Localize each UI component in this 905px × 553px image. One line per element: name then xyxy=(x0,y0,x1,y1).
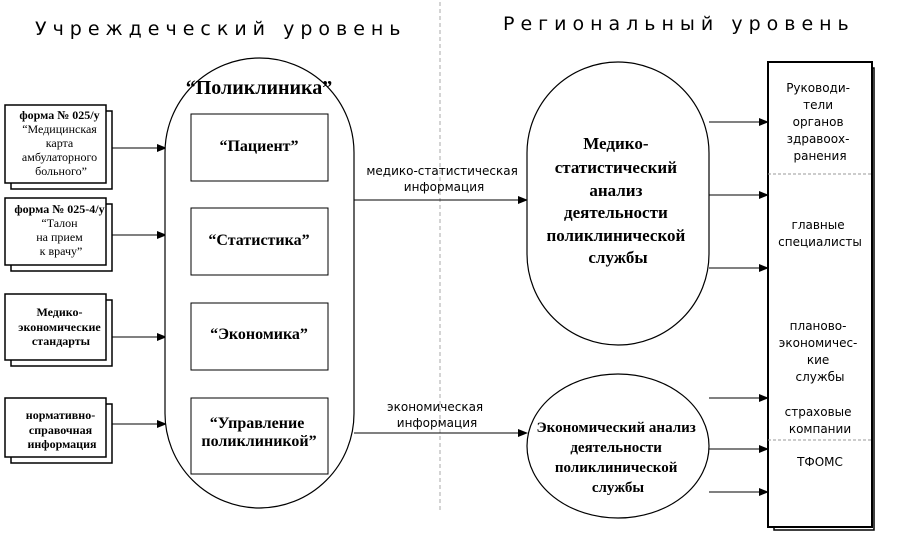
institutional-level-heading: Учреждеческий уровень xyxy=(35,18,407,40)
source-form-025-4-line-2: “Талон xyxy=(41,216,78,230)
module-patient-label: “Пациент” xyxy=(219,138,298,155)
flow-top-label-line-2: информация xyxy=(404,180,484,194)
svg-text:Медико- статистический: Медико- статистический анализ деятельнос… xyxy=(546,134,689,267)
medical-analysis-line-6: службы xyxy=(588,248,647,267)
module-management-line-1: “Управление xyxy=(210,415,305,432)
recipient-planning-services-line-2: экономичес- xyxy=(779,336,858,350)
recipient-planning-services-line-4: службы xyxy=(795,370,844,384)
source-form-025-4-line-4: к врачу” xyxy=(40,244,83,258)
recipient-health-authorities-line-3: органов xyxy=(793,115,844,129)
medical-analysis-line-3: анализ xyxy=(589,181,642,200)
module-economics: “Экономика” xyxy=(190,302,329,371)
svg-text:Экономический анализ дея: Экономический анализ деятельности поликл… xyxy=(536,420,699,496)
svg-text:медико-статистическая инфо: медико-статистическая информация xyxy=(366,164,521,194)
source-form-025-4-line-3: на прием xyxy=(36,230,83,244)
recipient-planning-services-line-3: кие xyxy=(807,353,829,367)
module-management-line-2: поликлиникой” xyxy=(201,433,316,450)
medical-analysis-line-5: поликлинической xyxy=(546,226,685,245)
source-reference-information: нормативно- справочная информация xyxy=(4,397,113,464)
source-reference-line-1: нормативно- xyxy=(26,408,95,422)
economic-analysis-line-3: поликлинической xyxy=(555,460,678,476)
recipient-chief-specialists-line-2: специалисты xyxy=(778,235,862,249)
recipient-health-authorities-line-2: тели xyxy=(803,98,833,112)
economic-analysis-line-4: службы xyxy=(592,480,645,496)
source-form-025-line-4: амбулаторного xyxy=(22,150,97,164)
recipient-insurance-line-1: страховые xyxy=(785,405,852,419)
medical-statistical-analysis: Медико- статистический анализ деятельнос… xyxy=(526,61,710,346)
source-form-025-line-5: больного” xyxy=(35,164,87,178)
source-form-025-4: форма № 025-4/у “Талон на прием к врачу” xyxy=(4,197,113,272)
module-statistics: “Статистика” xyxy=(190,207,329,276)
svg-text:форма № 025-4/у “Талон: форма № 025-4/у “Талон на прием к врачу” xyxy=(14,202,107,258)
flow-top-label-line-1: медико-статистическая xyxy=(366,164,517,178)
module-patient: “Пациент” xyxy=(190,113,329,182)
svg-text:форма № 025/у “Медицинск: форма № 025/у “Медицинская карта амбулат… xyxy=(19,108,102,178)
svg-text:планово- экономичес- к: планово- экономичес- кие службы xyxy=(779,319,861,384)
clinic-title: “Поликлиника” xyxy=(186,77,333,99)
recipient-planning-services-line-1: планово- xyxy=(790,319,847,333)
svg-text:страховые компании: страховые компании xyxy=(785,405,856,436)
recipient-tfoms: ТФОМС xyxy=(796,455,843,469)
source-form-025-line-3: карта xyxy=(46,136,74,150)
source-form-025: форма № 025/у “Медицинская карта амбулат… xyxy=(4,104,113,190)
source-reference-line-3: информация xyxy=(27,437,97,451)
svg-text:“Управление поликлиникой: “Управление поликлиникой” xyxy=(201,415,316,450)
flow-bottom-label-line-1: экономическая xyxy=(387,400,483,414)
recipient-health-authorities-line-4: здравоох- xyxy=(787,132,850,146)
recipient-health-authorities-line-1: Руководи- xyxy=(786,81,850,95)
module-economics-label: “Экономика” xyxy=(210,326,308,343)
module-management: “Управление поликлиникой” xyxy=(190,397,329,475)
svg-text:Руководи- тели органов: Руководи- тели органов здравоох- ранения xyxy=(786,81,854,163)
source-reference-line-2: справочная xyxy=(29,423,93,437)
recipient-health-authorities-line-5: ранения xyxy=(793,149,846,163)
source-form-025-line-2: “Медицинская xyxy=(22,122,97,136)
economic-analysis: Экономический анализ деятельности поликл… xyxy=(526,373,710,519)
svg-text:Медико- экономические: Медико- экономические стандарты xyxy=(18,305,103,348)
recipients-panel xyxy=(767,61,875,531)
svg-text:экономическая информация: экономическая информация xyxy=(387,400,487,430)
source-medico-economic-standards: Медико- экономические стандарты xyxy=(4,293,113,367)
economic-analysis-line-2: деятельности xyxy=(570,440,662,456)
medical-analysis-line-1: Медико- xyxy=(583,134,649,153)
flow-bottom-label-line-2: информация xyxy=(397,416,477,430)
source-standards-line-1: Медико- xyxy=(36,305,82,319)
source-standards-line-3: стандарты xyxy=(32,334,91,348)
regional-level-heading: Региональный уровень xyxy=(503,13,855,35)
svg-text:главные специалисты: главные специалисты xyxy=(778,218,862,249)
medical-analysis-line-4: деятельности xyxy=(564,203,668,222)
source-form-025-4-line-1: форма № 025-4/у xyxy=(14,202,104,216)
recipient-chief-specialists-line-1: главные xyxy=(792,218,845,232)
module-statistics-label: “Статистика” xyxy=(208,232,309,249)
medical-analysis-line-2: статистический xyxy=(555,158,677,177)
recipient-insurance-line-2: компании xyxy=(789,422,851,436)
economic-analysis-line-1: Экономический анализ xyxy=(536,420,695,436)
svg-text:нормативно- справочная: нормативно- справочная информация xyxy=(26,408,98,451)
source-form-025-line-1: форма № 025/у xyxy=(19,108,99,122)
source-standards-line-2: экономические xyxy=(18,320,101,334)
